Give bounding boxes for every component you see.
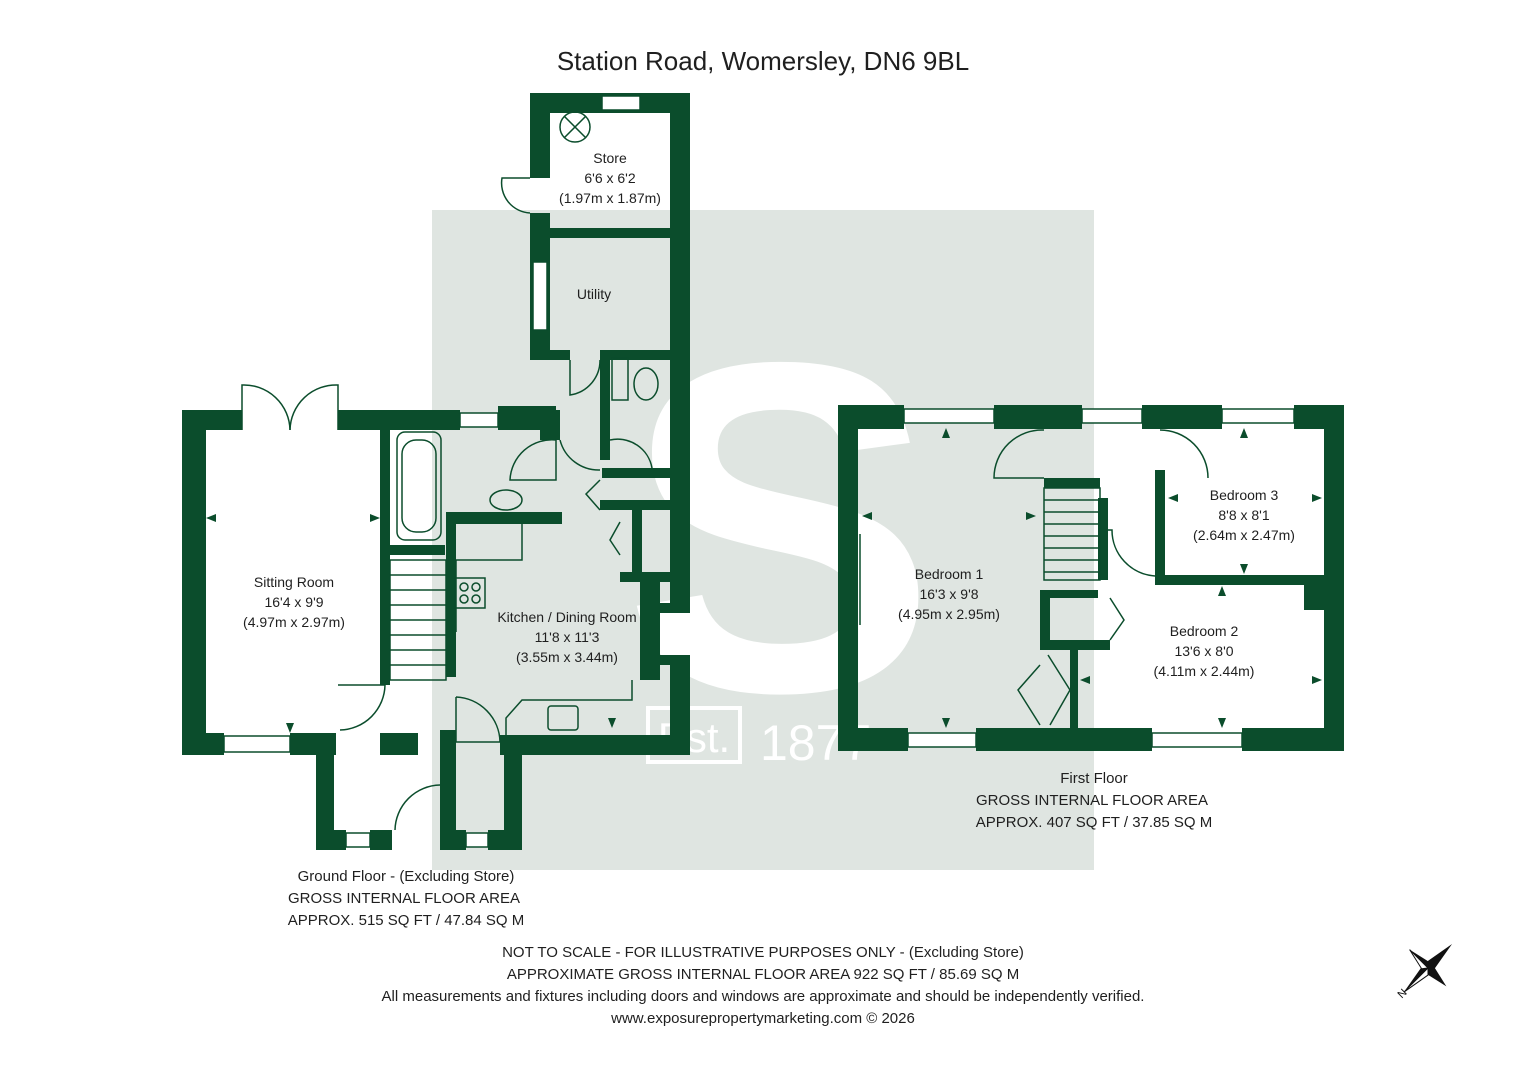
disclaimer-line-3: All measurements and fixtures including … (382, 988, 1145, 1005)
room-name: Sitting Room (254, 574, 334, 590)
first-floor-caption: First Floor GROSS INTERNAL FLOOR AREA AP… (976, 770, 1212, 831)
room-dims-imperial: 16'4 x 9'9 (264, 594, 323, 610)
first-floor-windows (903, 408, 1295, 748)
compass-icon (1403, 943, 1453, 993)
first-floor-approx: APPROX. 407 SQ FT / 37.85 SQ M (976, 814, 1212, 831)
first-floor-gia: GROSS INTERNAL FLOOR AREA (976, 792, 1208, 809)
room-dims-imperial: 13'6 x 8'0 (1174, 643, 1233, 659)
website-copyright: www.exposurepropertymarketing.com © 2026 (610, 1010, 915, 1027)
room-sitting: Sitting Room 16'4 x 9'9 (4.97m x 2.97m) (243, 574, 345, 630)
room-dims-imperial: 6'6 x 6'2 (584, 170, 635, 186)
room-dims-metric: (4.11m x 2.44m) (1154, 663, 1255, 679)
disclaimer-line-2: APPROXIMATE GROSS INTERNAL FLOOR AREA 92… (507, 966, 1019, 983)
room-name: Bedroom 1 (915, 566, 984, 582)
room-bedroom-1: Bedroom 1 16'3 x 9'8 (4.95m x 2.95m) (898, 566, 1000, 622)
first-floor-label: First Floor (1060, 770, 1128, 787)
room-dims-metric: (4.95m x 2.95m) (898, 606, 1000, 622)
ground-floor-approx: APPROX. 515 SQ FT / 47.84 SQ M (288, 912, 524, 929)
dimension-markers (206, 428, 1322, 733)
first-floor-walls (838, 405, 1344, 751)
room-name: Bedroom 2 (1170, 623, 1239, 639)
room-dims-imperial: 16'3 x 9'8 (919, 586, 978, 602)
room-dims-metric: (2.64m x 2.47m) (1193, 527, 1295, 543)
footer: NOT TO SCALE - FOR ILLUSTRATIVE PURPOSES… (382, 944, 1145, 1027)
disclaimer-line-1: NOT TO SCALE - FOR ILLUSTRATIVE PURPOSES… (502, 944, 1024, 961)
room-utility: Utility (577, 286, 611, 302)
ground-floor-gia: GROSS INTERNAL FLOOR AREA (288, 890, 520, 907)
page-title: Station Road, Womersley, DN6 9BL (557, 46, 969, 76)
room-store: Store 6'6 x 6'2 (1.97m x 1.87m) (559, 150, 661, 206)
ground-floor-label: Ground Floor - (Excluding Store) (298, 868, 515, 885)
ground-floor-caption: Ground Floor - (Excluding Store) GROSS I… (288, 868, 524, 929)
first-floor-fixtures (859, 429, 1209, 726)
ground-floor-fixtures (241, 111, 659, 831)
room-dims-metric: (1.97m x 1.87m) (559, 190, 661, 206)
room-name: Bedroom 3 (1210, 487, 1279, 503)
room-bedroom-3: Bedroom 3 8'8 x 8'1 (2.64m x 2.47m) (1193, 487, 1295, 543)
room-dims-metric: (3.55m x 3.44m) (516, 649, 618, 665)
room-dims-imperial: 11'8 x 11'3 (535, 629, 600, 645)
ground-floor-windows (223, 95, 641, 848)
room-dims-imperial: 8'8 x 8'1 (1218, 507, 1269, 523)
room-name: Kitchen / Dining Room (497, 609, 636, 625)
room-bedroom-2: Bedroom 2 13'6 x 8'0 (4.11m x 2.44m) (1154, 623, 1255, 679)
room-name: Store (593, 150, 627, 166)
room-name: Utility (577, 286, 611, 302)
room-dims-metric: (4.97m x 2.97m) (243, 614, 345, 630)
room-kitchen: Kitchen / Dining Room 11'8 x 11'3 (3.55m… (497, 609, 636, 665)
